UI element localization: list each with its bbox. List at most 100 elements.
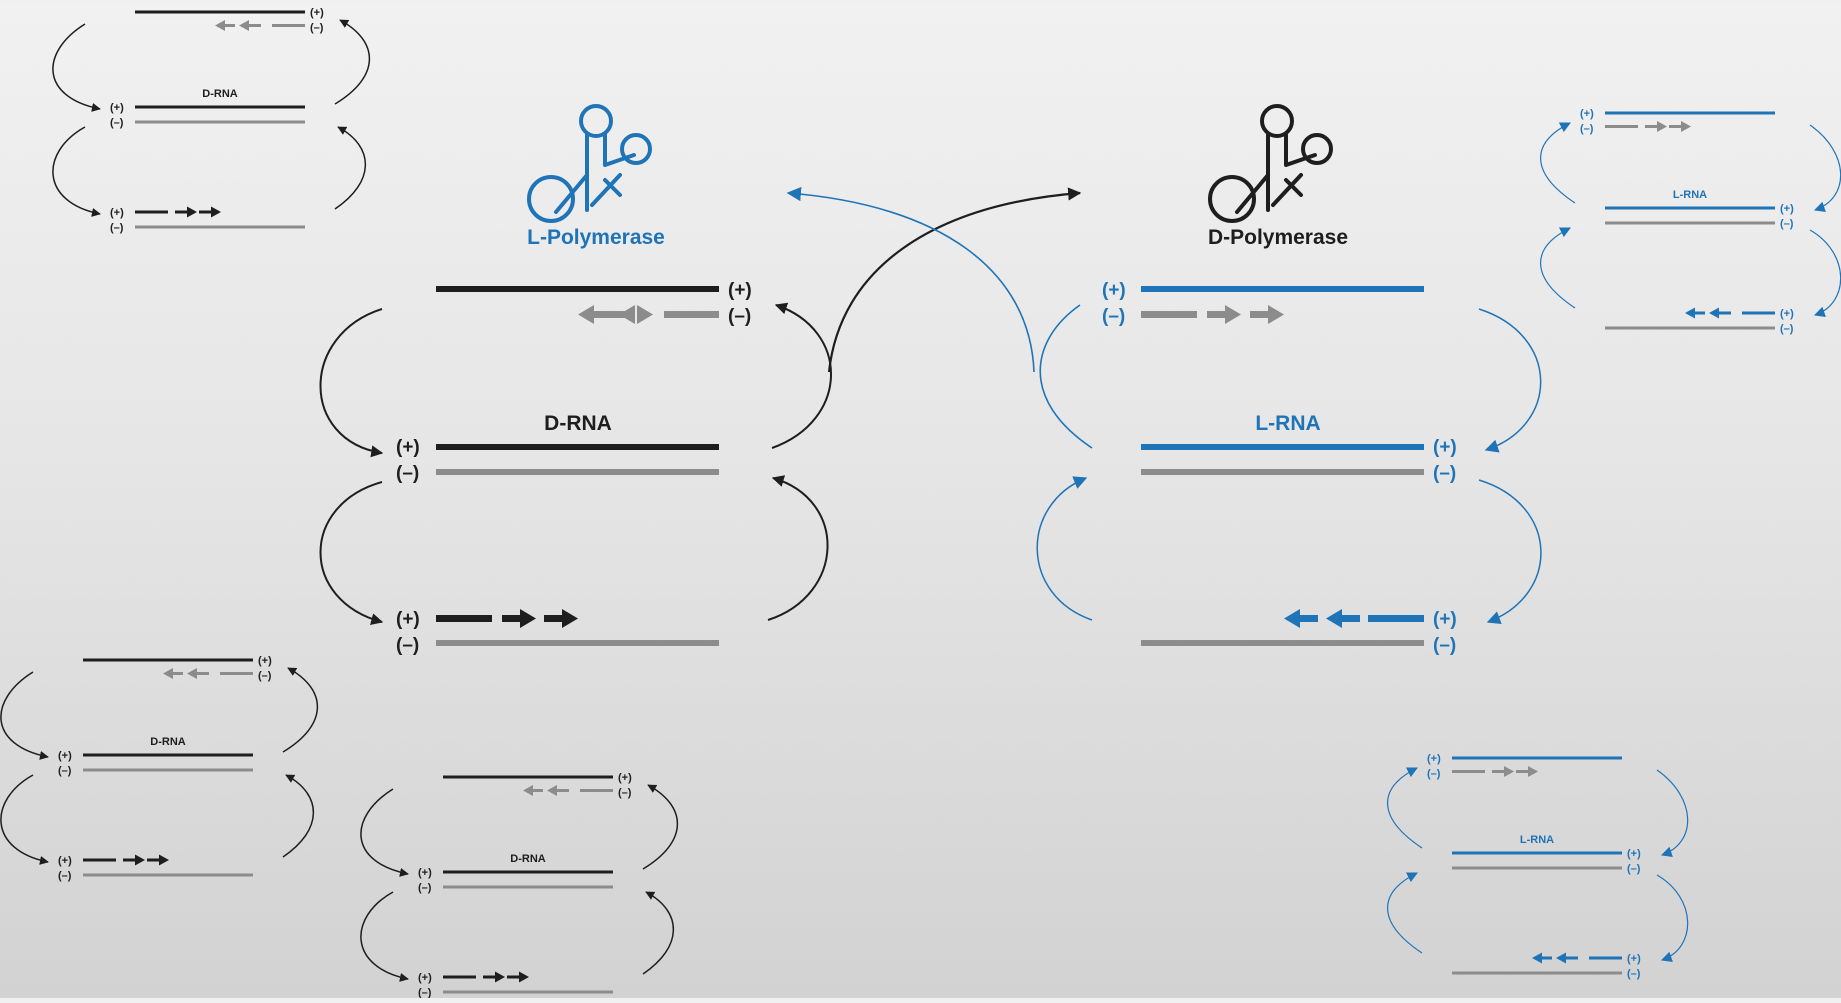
cycle-arrow xyxy=(52,126,101,217)
d-polymerase-label: D-Polymerase xyxy=(1208,226,1348,249)
minus-label: (–) xyxy=(418,987,432,998)
minus-label: (–) xyxy=(1433,635,1456,656)
cycle-arrow xyxy=(1478,479,1542,625)
cycle-arrow xyxy=(319,308,384,458)
mini-d-rna-cycle-top-left: (+)(–)D-RNA(+)(–)(+)(–) xyxy=(52,7,371,234)
plus-strand-arrows xyxy=(1284,609,1424,628)
cycle-arrow xyxy=(771,302,832,449)
cycle-arrow xyxy=(52,23,101,112)
cycle-arrow xyxy=(1036,476,1093,621)
minus-label: (–) xyxy=(1580,123,1594,135)
cycle-arrow xyxy=(360,891,409,982)
plus-label: (+) xyxy=(1780,203,1794,215)
plus-label: (+) xyxy=(418,867,432,879)
cycle-arrow xyxy=(1478,308,1542,453)
l-polymerase-label: L-Polymerase xyxy=(527,226,665,249)
minus-strand-arrows xyxy=(215,20,305,31)
mini-l-rna-cycle-top-right: (+)(–)L-RNA(+)(–)(+)(–) xyxy=(1540,108,1841,335)
plus-label: (+) xyxy=(396,437,420,458)
minus-label: (–) xyxy=(618,787,632,799)
minus-label: (–) xyxy=(728,306,751,327)
plus-label: (+) xyxy=(1580,108,1594,120)
cycle-arrow xyxy=(1809,124,1841,212)
l-polymerase: L-Polymerase xyxy=(527,104,665,249)
plus-strand-arrows xyxy=(436,609,578,628)
plus-label: (+) xyxy=(728,280,752,301)
plus-strand-arrows xyxy=(83,854,169,866)
d-rna-label: D-RNA xyxy=(544,412,612,435)
cycle-arrow xyxy=(0,774,49,865)
l-rna-label: L-RNA xyxy=(1673,189,1707,201)
minus-strand-arrows xyxy=(1141,305,1284,324)
minus-label: (–) xyxy=(1102,306,1125,327)
minus-label: (–) xyxy=(110,222,124,234)
plus-label: (+) xyxy=(418,972,432,984)
cycle-arrow xyxy=(1387,767,1423,849)
minus-strand-arrows xyxy=(163,668,253,679)
main-d-rna-cycle: (+) (–) D-RNA (+) (–) (+) (–) xyxy=(319,280,832,656)
plus-label: (+) xyxy=(1427,753,1441,765)
plus-label: (+) xyxy=(1780,308,1794,320)
l-rna-label: L-RNA xyxy=(1520,834,1554,846)
cycle-arrow xyxy=(282,667,319,753)
polymerase-icon xyxy=(1208,104,1333,223)
cycle-arrow xyxy=(334,19,371,105)
cycle-arrow xyxy=(319,481,384,625)
mini-l-rna-cycle-bottom-right: (+)(–)L-RNA(+)(–)(+)(–) xyxy=(1387,753,1689,980)
minus-strand-arrows xyxy=(523,785,613,796)
plus-strand-arrows xyxy=(1532,952,1622,964)
cycle-arrow xyxy=(0,671,49,760)
minus-label: (–) xyxy=(1433,463,1456,484)
cycle-arrow xyxy=(1540,227,1576,309)
main-l-rna-cycle: (+) (–) L-RNA (+) (–) (+) (–) xyxy=(1036,280,1542,656)
plus-strand-arrows xyxy=(1685,307,1775,319)
l-rna-label: L-RNA xyxy=(1255,412,1320,435)
cycle-arrow xyxy=(1809,229,1841,317)
minus-label: (–) xyxy=(1627,968,1641,980)
mini-d-rna-cycle-left: (+)(–)D-RNA(+)(–)(+)(–) xyxy=(0,655,319,882)
cycle-arrow xyxy=(642,784,679,870)
d-polymerase: D-Polymerase xyxy=(1208,104,1348,249)
plus-label: (+) xyxy=(110,207,124,219)
d-rna-label: D-RNA xyxy=(150,736,185,748)
cycle-arrow xyxy=(282,774,315,858)
minus-label: (–) xyxy=(110,117,124,129)
minus-label: (–) xyxy=(258,670,272,682)
plus-strand-arrows xyxy=(135,206,221,218)
plus-label: (+) xyxy=(110,102,124,114)
cycle-arrow xyxy=(767,475,829,621)
d-rna-label: D-RNA xyxy=(510,853,545,865)
cycle-arrow xyxy=(334,126,367,210)
plus-label: (+) xyxy=(1627,953,1641,965)
minus-label: (–) xyxy=(58,870,72,882)
minus-strand-arrows xyxy=(1605,121,1691,132)
minus-strand-arrows xyxy=(578,305,719,324)
cycle-arrow xyxy=(360,788,409,877)
polymerase-icon xyxy=(527,104,652,223)
cycle-arrow xyxy=(1387,872,1423,954)
cycle-arrow xyxy=(1656,769,1689,857)
minus-label: (–) xyxy=(1427,768,1441,780)
minus-label: (–) xyxy=(1780,218,1794,230)
minus-label: (–) xyxy=(418,882,432,894)
plus-label: (+) xyxy=(1102,280,1126,301)
cycle-arrow xyxy=(642,891,675,975)
minus-label: (–) xyxy=(58,765,72,777)
plus-label: (+) xyxy=(1433,609,1457,630)
minus-label: (–) xyxy=(396,635,419,656)
plus-label: (+) xyxy=(58,750,72,762)
plus-label: (+) xyxy=(396,609,420,630)
plus-label: (+) xyxy=(1627,848,1641,860)
cycle-arrow xyxy=(1540,122,1576,204)
cross-arrow-to-l-polymerase xyxy=(788,193,1093,449)
plus-label: (+) xyxy=(258,655,272,667)
mini-d-rna-cycle-bottom: (+)(–)D-RNA(+)(–)(+)(–) xyxy=(360,772,679,999)
d-rna-label: D-RNA xyxy=(202,88,237,100)
minus-label: (–) xyxy=(396,463,419,484)
minus-strand-arrows xyxy=(1452,766,1538,777)
cycle-arrow xyxy=(1656,874,1689,962)
plus-label: (+) xyxy=(310,7,324,19)
cross-arrow-to-d-polymerase xyxy=(827,187,1082,373)
